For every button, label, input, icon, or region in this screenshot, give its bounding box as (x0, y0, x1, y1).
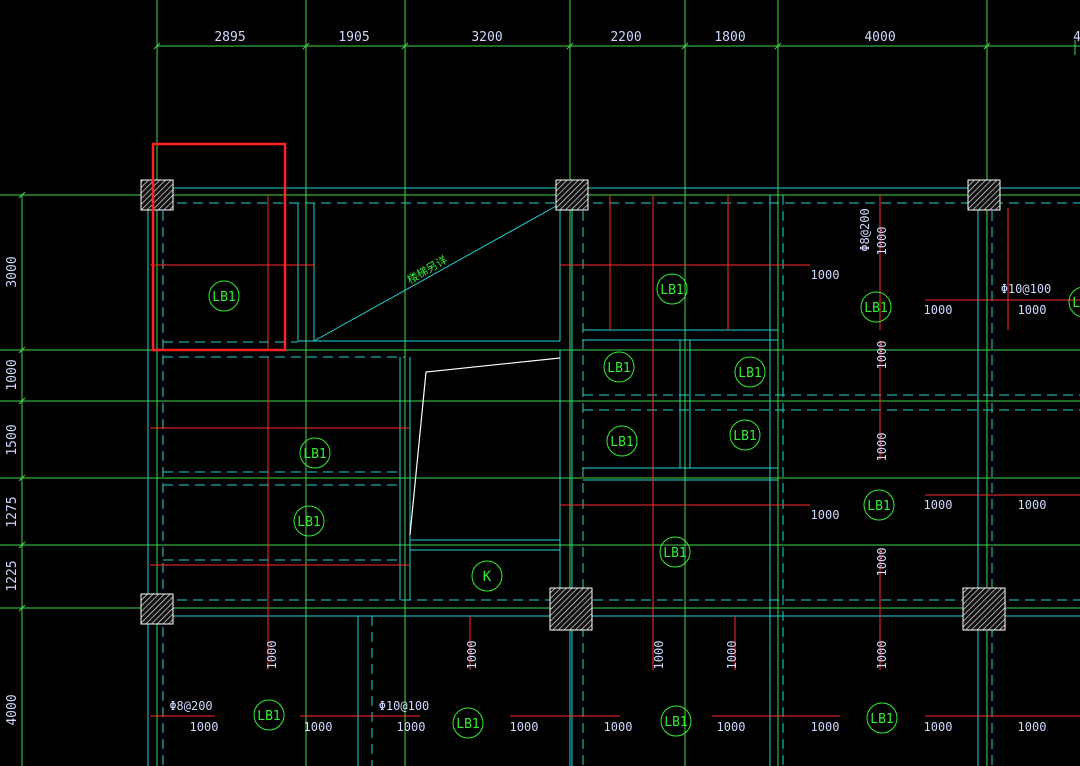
rebar-length-label: 1000 (924, 303, 953, 317)
slab-label-text: LB1 (864, 301, 887, 316)
slab-label-lb1: LB1 (293, 505, 325, 537)
rebar-length-label: 1000 (924, 498, 953, 512)
slab-label-lb1: LB1 (1068, 287, 1080, 317)
slab-label-text: LB1 (733, 429, 756, 444)
rebar-length-label: 1000 (811, 508, 840, 522)
slab-label-lb1: LB1 (603, 351, 635, 383)
slab-label-text: LB1 (610, 435, 633, 450)
rebar-length-label-vertical: 1000 (875, 227, 889, 256)
column-section (962, 587, 1006, 631)
slab-label-lb1: LB1 (860, 291, 892, 323)
rebar-length-label: 1000 (924, 720, 953, 734)
slab-label-text: LB1 (456, 717, 479, 732)
rebar-length-label-vertical: 1000 (265, 641, 279, 670)
dimension-top: 4000 (864, 30, 895, 45)
rebar-length-label-vertical: 1000 (875, 548, 889, 577)
slab-label-text: LB1 (660, 283, 683, 298)
dimension-labels: 2895 1905 3200 2200 1800 4000 4 3000 1000 1500 127… (5, 30, 1080, 726)
rebar-length-label-vertical: 1000 (875, 433, 889, 462)
rebar-length-label-vertical: 1000 (465, 641, 479, 670)
dimension-left: 1000 (5, 359, 20, 390)
rebar-spec-label: Φ8@200 (858, 208, 872, 251)
rebar-length-label: 1000 (811, 268, 840, 282)
dimension-top: 4 (1073, 30, 1080, 45)
rebar-length-label: 1000 (1018, 303, 1047, 317)
slab-label-text: LB1 (664, 715, 687, 730)
rebar-length-label: 1000 (397, 720, 426, 734)
rebar-length-label-vertical: 1000 (652, 641, 666, 670)
column-section (549, 587, 593, 631)
column-section (555, 179, 589, 211)
rebar-length-label-vertical: 1000 (725, 641, 739, 670)
slab-label-text: LB1 (663, 546, 686, 561)
rebar-length-label: 1000 (604, 720, 633, 734)
slab-label-text: LB1 (303, 447, 326, 462)
slab-label-text: LB1 (607, 361, 630, 376)
dimension-left: 4000 (5, 694, 20, 725)
dimension-left: 3000 (5, 256, 20, 287)
slab-label-text: LB1 (212, 290, 235, 305)
dimension-left: 1500 (5, 424, 20, 455)
rebar-annotations: 1000 1000 1000 1000 1000 1000 1000 1000 1000 1000… (169, 208, 1051, 734)
slab-label-lb1: LB1 (866, 702, 898, 734)
rebar-lines (150, 195, 1080, 717)
rebar-spec-label: Φ8@200 (169, 699, 212, 713)
rebar-length-label: 1000 (1018, 498, 1047, 512)
column-section (140, 179, 174, 211)
columns (140, 179, 1006, 631)
slab-label-lb1: LB1 (659, 536, 691, 568)
slab-label-lb1: LB1 (299, 437, 331, 469)
dimension-top: 1905 (338, 30, 369, 45)
rebar-length-label: 1000 (304, 720, 333, 734)
dimension-top: 2895 (214, 30, 245, 45)
rebar-length-label: 1000 (717, 720, 746, 734)
k-marker: K (471, 560, 503, 592)
dimension-left: 1275 (5, 496, 20, 527)
slab-label-text: LB1 (1072, 296, 1080, 311)
rebar-length-label-vertical: 1000 (875, 341, 889, 370)
slab-label-lb1: LB1 (656, 273, 688, 305)
column-section (967, 179, 1001, 211)
slab-label-lb1: LB1 (208, 280, 240, 312)
rebar-length-label: 1000 (510, 720, 539, 734)
slab-label-lb1: LB1 (734, 356, 766, 388)
slab-label-lb1: LB1 (729, 419, 761, 451)
slab-label-lb1: LB1 (253, 699, 285, 731)
slab-label-lb1: LB1 (660, 705, 692, 737)
selection-highlight-rect[interactable] (151, 142, 287, 352)
rebar-spec-label: Φ10@100 (1001, 282, 1052, 296)
rebar-length-label-vertical: 1000 (875, 641, 889, 670)
slab-label-text: LB1 (867, 499, 890, 514)
slab-label-text: LB1 (297, 515, 320, 530)
slab-label-text: LB1 (870, 712, 893, 727)
beam-outlines (145, 187, 1080, 766)
dimension-top: 1800 (714, 30, 745, 45)
slab-label-lb1: LB1 (863, 489, 895, 521)
k-marker-label: K (483, 569, 492, 585)
slab-label-text: LB1 (738, 366, 761, 381)
slab-label-lb1: LB1 (452, 707, 484, 739)
rebar-length-label: 1000 (190, 720, 219, 734)
slab-label-text: LB1 (257, 709, 280, 724)
rebar-length-label: 1000 (811, 720, 840, 734)
dimension-left: 1225 (5, 560, 20, 591)
dimension-top: 2200 (610, 30, 641, 45)
rebar-spec-label: Φ10@100 (379, 699, 430, 713)
slab-label-lb1: LB1 (606, 425, 638, 457)
dimension-top: 3200 (471, 30, 502, 45)
column-section (140, 593, 174, 625)
rebar-length-label: 1000 (1018, 720, 1047, 734)
